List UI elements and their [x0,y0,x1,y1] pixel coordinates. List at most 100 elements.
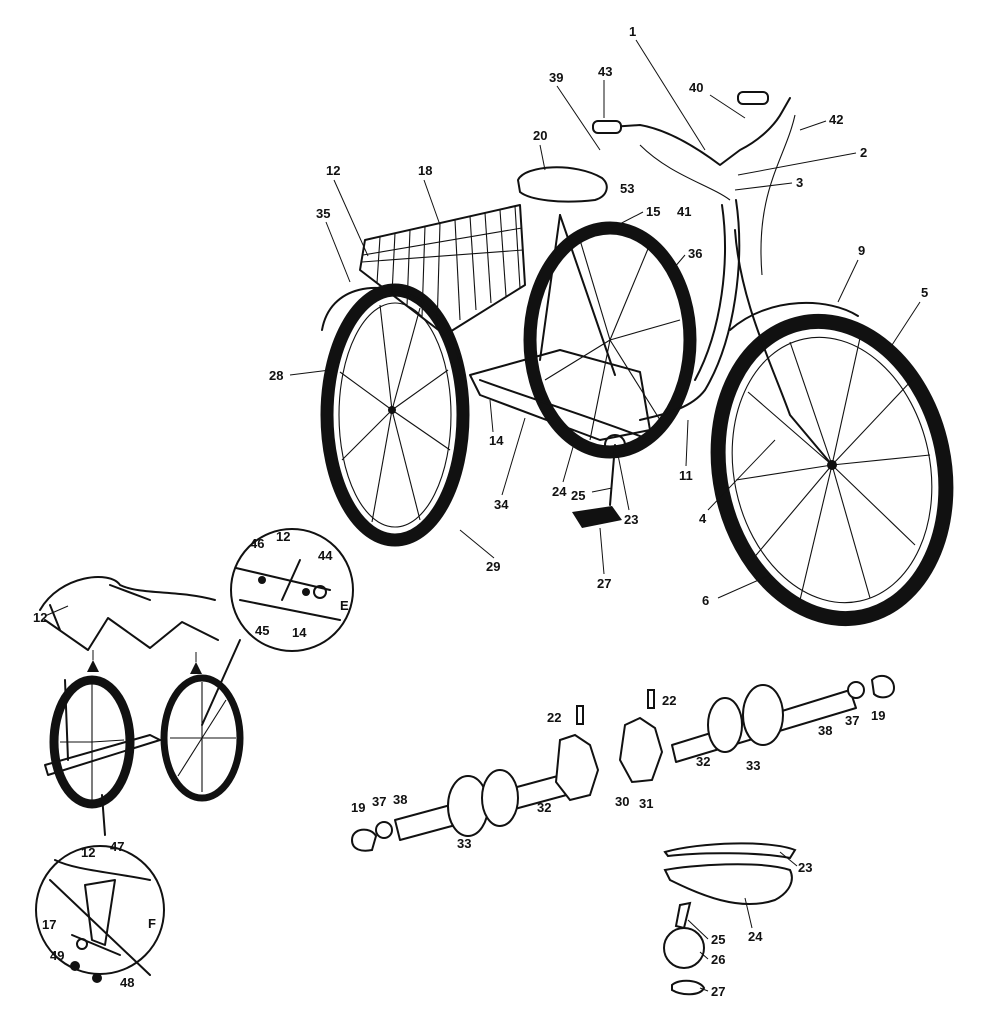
label-axle-19-left: 19 [351,800,365,815]
label-f-17: 17 [42,917,56,932]
sprocket-31 [618,716,664,784]
label-f-48: 48 [120,975,134,990]
label-axle-22-right: 22 [662,693,676,708]
main-labels: 1 43 39 40 42 20 2 12 18 3 53 41 15 35 3… [269,24,928,608]
label-18: 18 [418,163,432,178]
crank-pedal [479,379,651,528]
detail-f: 12 47 17 F 49 48 [35,839,165,990]
label-e-45: 45 [255,623,269,638]
label-e-14: 14 [292,625,307,640]
label-3: 3 [796,175,803,190]
label-axle-19-right: 19 [871,708,885,723]
label-4: 4 [699,511,707,526]
label-43: 43 [598,64,612,79]
pedal-27 [671,979,706,996]
main-leader-lines [289,39,921,599]
label-guard-25: 25 [711,932,725,947]
label-axle-32-right: 32 [696,754,710,769]
label-35: 35 [316,206,330,221]
label-53: 53 [620,181,634,196]
label-12: 12 [326,163,340,178]
chain-guard-parts: 23 24 25 26 27 [663,842,812,999]
label-axle-37-left: 37 [372,794,386,809]
washer-right [847,681,865,699]
bearing-33-right [742,684,784,746]
label-axle-32-left: 32 [537,800,551,815]
handlebar [592,91,796,276]
front-wheel-spokes [735,337,931,601]
label-5: 5 [921,285,928,300]
label-e-letter: E [340,598,349,613]
label-40: 40 [689,80,703,95]
front-fender [729,301,859,331]
tricycle-main-view [320,91,954,627]
frame [469,199,833,466]
chain-guard-23 [663,842,797,860]
label-guard-27: 27 [711,984,725,999]
hub-nut-right [870,674,896,699]
label-axle-30: 30 [615,794,629,809]
label-f-12: 12 [81,845,95,860]
label-20: 20 [533,128,547,143]
label-39: 39 [549,70,563,85]
label-axle-33-right: 33 [746,758,760,773]
label-25: 25 [571,488,585,503]
label-f-letter: F [148,916,156,931]
label-e-44: 44 [318,548,333,563]
label-axle-38-right: 38 [818,723,832,738]
seat [516,166,608,203]
washer-left [375,821,393,839]
key-22-right [647,689,655,709]
rear-near-wheel [320,283,470,547]
basket [359,204,526,336]
bearing-32-right [707,697,743,753]
label-28: 28 [269,368,283,383]
label-24: 24 [552,484,567,499]
label-rear-12: 12 [33,610,47,625]
label-42: 42 [829,112,843,127]
key-22-left [576,705,584,725]
label-11: 11 [679,468,693,483]
bearing-32-left [481,769,519,827]
label-27: 27 [597,576,611,591]
hub-nut-left [350,828,378,852]
label-axle-31: 31 [639,796,653,811]
label-14: 14 [489,433,504,448]
label-9: 9 [858,243,865,258]
label-axle-33-left: 33 [457,836,471,851]
label-guard-24: 24 [748,929,763,944]
rear-frame-fenders [39,576,219,651]
label-23: 23 [624,512,638,527]
label-15: 15 [646,204,660,219]
label-e-46: 46 [250,536,264,551]
label-axle-38-left: 38 [393,792,407,807]
label-axle-37-right: 37 [845,713,859,728]
left-grip [592,120,622,134]
axle-shaft-right [671,689,857,763]
label-34: 34 [494,497,509,512]
axle-exploded-view: 19 37 38 33 32 22 30 31 22 32 33 38 37 1… [350,674,896,852]
label-36: 36 [688,246,702,261]
label-f-49: 49 [50,948,64,963]
label-1: 1 [629,24,636,39]
label-f-47: 47 [110,839,124,854]
chain-guard-24 [663,863,793,905]
crank-assembly-26 [663,927,705,969]
label-2: 2 [860,145,867,160]
label-41: 41 [677,204,691,219]
label-guard-23: 23 [798,860,812,875]
pedal-crank-25 [674,901,692,930]
front-wheel [710,313,954,627]
label-axle-22-left: 22 [547,710,561,725]
rear-far-wheel [523,221,697,459]
right-grip [737,91,769,105]
rear-fender [321,287,463,381]
label-6: 6 [702,593,709,608]
label-guard-26: 26 [711,952,725,967]
detail-e: 46 12 44 E 45 14 [201,528,354,726]
label-29: 29 [486,559,500,574]
label-e-12: 12 [276,529,290,544]
sprocket-30 [554,733,600,802]
rear-assembly: 12 [33,576,244,836]
